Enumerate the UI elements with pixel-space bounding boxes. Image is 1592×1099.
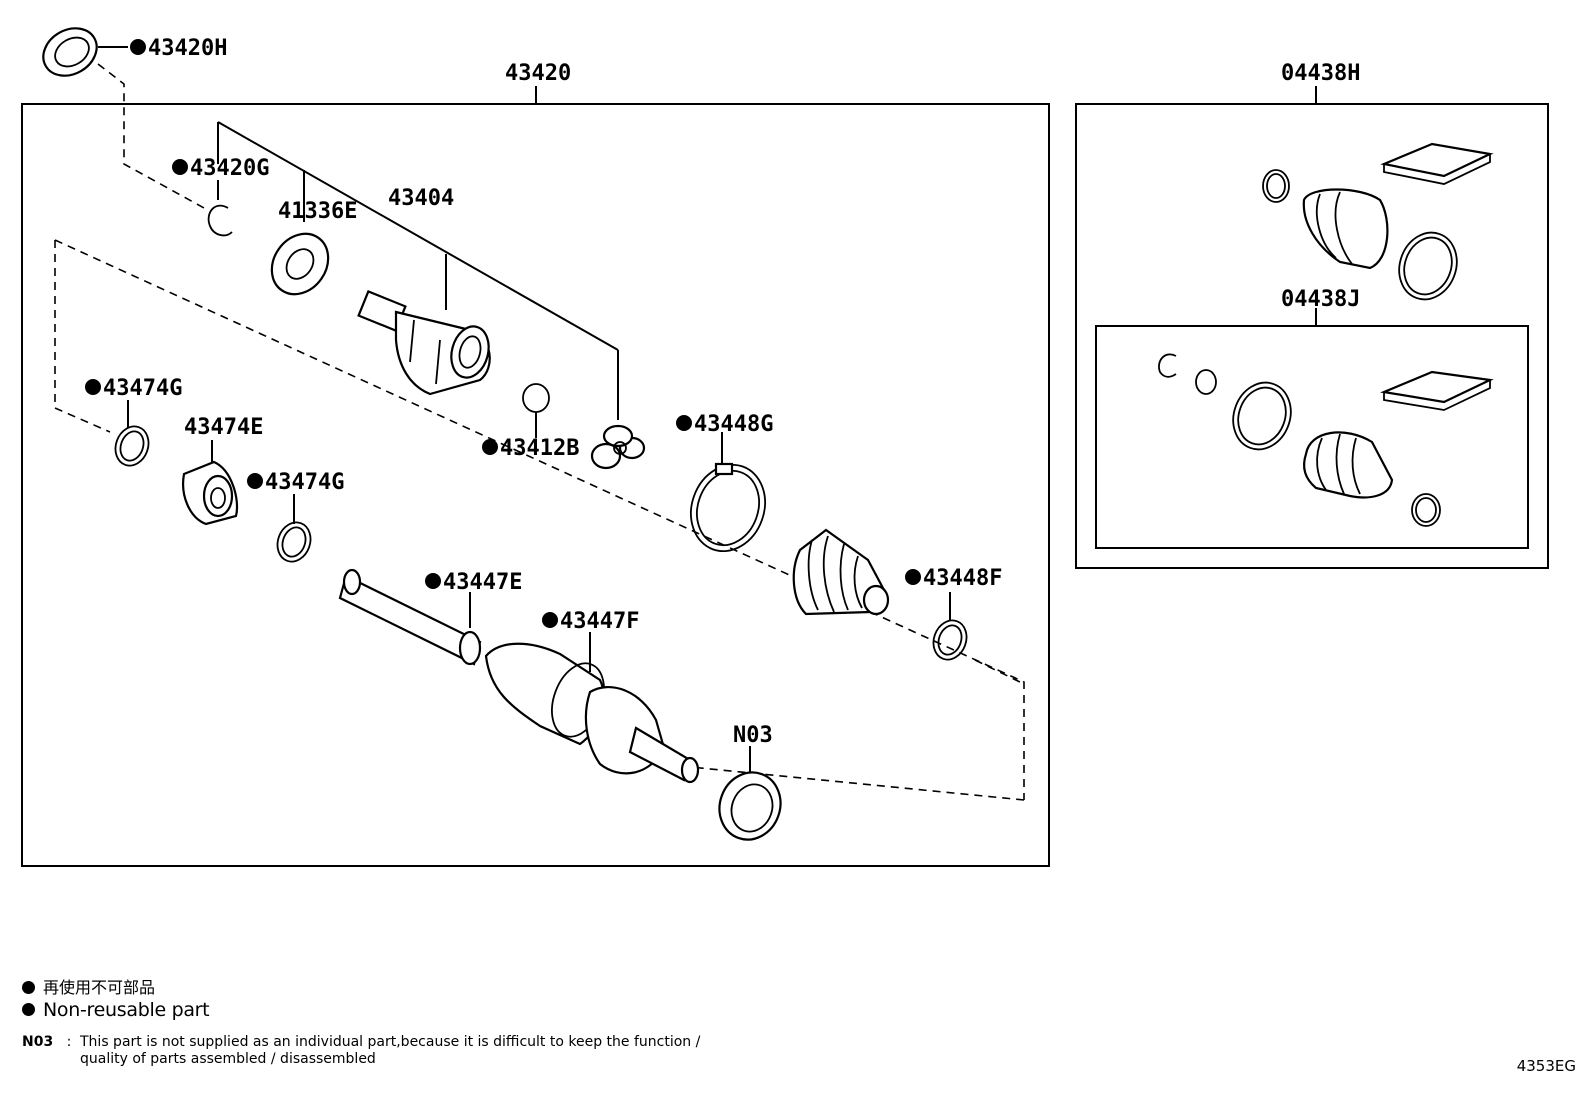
marker-43447F bbox=[542, 612, 558, 628]
marker-43448F bbox=[905, 569, 921, 585]
marker-43474G-a bbox=[85, 379, 101, 395]
legend-english-text: Non-reusable part bbox=[43, 999, 210, 1021]
frame-04438H bbox=[1075, 103, 1549, 569]
kit-04438H-parts bbox=[1262, 142, 1494, 301]
footnote-separator: : bbox=[66, 1034, 72, 1050]
marker-43420G bbox=[172, 159, 188, 175]
callout-43420H: 43420H bbox=[148, 36, 227, 61]
footnote-N03: N03: This part is not supplied as an indi… bbox=[22, 1034, 700, 1068]
part-N03 bbox=[718, 746, 782, 841]
frame-43420 bbox=[21, 103, 1050, 867]
leader-43404-diag bbox=[217, 121, 619, 351]
dashed-43448F-link bbox=[974, 659, 1025, 685]
kit-04438J-parts bbox=[1158, 353, 1494, 527]
part-43412B bbox=[522, 383, 550, 438]
part-43420G bbox=[207, 204, 233, 237]
footnote-line-1: N03: This part is not supplied as an indi… bbox=[22, 1034, 700, 1051]
callout-N03: N03 bbox=[733, 723, 773, 748]
legend-bullet bbox=[22, 1003, 35, 1016]
footnote-line-2: quality of parts assembled / disassemble… bbox=[80, 1051, 376, 1067]
part-inner-boot bbox=[792, 528, 890, 616]
marker-43448G bbox=[676, 415, 692, 431]
part-41336E bbox=[270, 232, 330, 296]
callout-43474G-a: 43474G bbox=[103, 376, 182, 401]
dashed-43420H-link bbox=[97, 63, 205, 209]
callout-43447F: 43447F bbox=[560, 609, 639, 634]
legend-japanese-text: 再使用不可部品 bbox=[43, 978, 156, 997]
callout-43420: 43420 bbox=[505, 61, 571, 86]
callout-43404: 43404 bbox=[388, 186, 454, 211]
footnote-text-1: This part is not supplied as an individu… bbox=[80, 1034, 701, 1050]
part-43404-tripod bbox=[590, 424, 646, 470]
part-43474G-right bbox=[276, 494, 312, 563]
part-43404-housing bbox=[357, 290, 491, 396]
dashed-group-outline bbox=[54, 239, 1025, 800]
callout-43474G-b: 43474G bbox=[265, 470, 344, 495]
footnote-code: N03 bbox=[22, 1034, 54, 1050]
callout-41336E: 41336E bbox=[278, 199, 357, 224]
callout-43412B: 43412B bbox=[500, 436, 579, 461]
callout-43474E: 43474E bbox=[184, 415, 263, 440]
frame-04438J bbox=[1095, 325, 1529, 549]
callout-43448F: 43448F bbox=[923, 566, 1002, 591]
callout-43420G: 43420G bbox=[190, 156, 269, 181]
part-43474G-left bbox=[114, 400, 150, 467]
part-43420H bbox=[42, 27, 128, 77]
callout-43447E: 43447E bbox=[443, 570, 522, 595]
marker-43474G-b bbox=[247, 473, 263, 489]
callout-04438H: 04438H bbox=[1281, 61, 1360, 86]
part-43448G bbox=[690, 432, 766, 553]
part-43448F bbox=[932, 592, 968, 661]
legend-japanese: 再使用不可部品 bbox=[22, 974, 155, 998]
part-drive-shaft bbox=[338, 568, 700, 784]
part-43474E bbox=[182, 440, 239, 526]
dashed-group-left bbox=[54, 240, 111, 433]
marker-43412B bbox=[482, 439, 498, 455]
figure-code: 4353EG bbox=[1516, 1057, 1576, 1075]
legend-english: Non-reusable part bbox=[22, 999, 210, 1021]
callout-43448G: 43448G bbox=[694, 412, 773, 437]
legend-bullet bbox=[22, 981, 35, 994]
marker-43420H bbox=[130, 39, 146, 55]
marker-43447E bbox=[425, 573, 441, 589]
callout-04438J: 04438J bbox=[1281, 287, 1360, 312]
